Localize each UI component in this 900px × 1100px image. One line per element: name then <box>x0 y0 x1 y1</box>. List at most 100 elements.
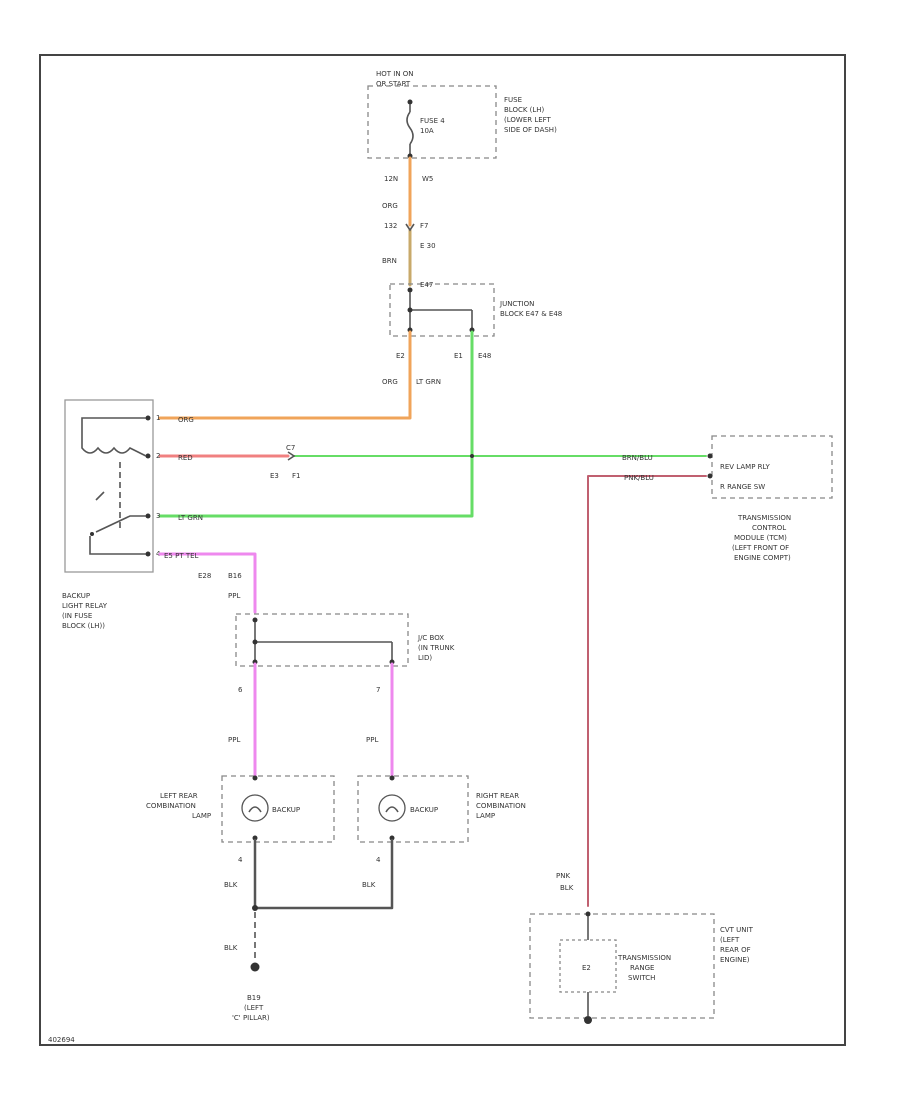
trans-switch-name-line3: SWITCH <box>628 974 655 982</box>
wire-black-right-lamp <box>253 838 394 910</box>
relay-pin-1: 1 <box>156 414 160 422</box>
cvt-unit-box <box>529 913 715 1019</box>
label-pin-4-right: 4 <box>376 856 381 864</box>
label-e1: E1 <box>454 352 463 360</box>
fuse-block-line1: FUSE <box>504 96 522 104</box>
relay-switch-contact <box>89 515 146 555</box>
tcm-label-line3: MODULE (TCM) <box>734 534 787 542</box>
label-w5: W5 <box>422 175 433 183</box>
label-e3: E3 <box>270 472 279 480</box>
relay-label-line3: (IN FUSE <box>62 612 92 620</box>
label-lt-grn-1: LT GRN <box>416 378 441 386</box>
fuse-name-line2: 10A <box>420 127 434 135</box>
label-pin-6: 6 <box>238 686 243 694</box>
jc-box-trunk <box>235 613 409 667</box>
label-f7: F7 <box>420 222 428 230</box>
right-backup-bulb <box>378 794 406 822</box>
label-pnk: PNK <box>556 872 570 880</box>
left-backup-bulb <box>241 794 269 822</box>
fuse-name-line1: FUSE 4 <box>420 117 445 125</box>
tcm-label-line5: ENGINE COMPT) <box>734 554 791 562</box>
label-lt-grn-2: LT GRN <box>178 514 203 522</box>
connector-c7 <box>287 451 296 461</box>
tcm-pin-rev-lamp: REV LAMP RLY <box>720 463 770 471</box>
relay-label-line1: BACKUP <box>62 592 90 600</box>
ground-splice <box>252 905 258 911</box>
ground-label-line1: B19 <box>247 994 261 1002</box>
label-blk-2: BLK <box>362 881 376 889</box>
diagram-code: 402694 <box>48 1036 75 1044</box>
label-pin-4-left: 4 <box>238 856 243 864</box>
diagram-frame <box>39 54 846 1046</box>
relay-coil <box>81 417 147 457</box>
relay-pin-2: 2 <box>156 452 160 460</box>
trans-switch-name-line1: TRANSMISSION <box>617 954 671 962</box>
label-12n: 12N <box>384 175 398 183</box>
right-lamp-box <box>357 775 469 843</box>
label-org-2: ORG <box>382 378 398 386</box>
tcm-label-line2: CONTROL <box>752 524 786 532</box>
right-lamp-label-line2: COMBINATION <box>476 802 526 810</box>
fuse-block-line3: (LOWER LEFT <box>504 116 552 124</box>
jc-box-label-line1: J/C BOX <box>417 634 444 642</box>
right-lamp-label-line3: LAMP <box>476 812 495 820</box>
jc-box-label-line2: (IN TRUNK <box>418 644 455 652</box>
tcm-label-line1: TRANSMISSION <box>737 514 791 522</box>
tcm-box <box>711 435 833 499</box>
right-lamp-label-line1: RIGHT REAR <box>476 792 519 800</box>
wire-orange-relay <box>158 330 412 420</box>
label-c7: C7 <box>286 444 295 452</box>
junction-block-box <box>389 283 495 337</box>
label-pur-tel: E5 PT TEL <box>164 552 199 560</box>
ground-b19 <box>250 962 260 972</box>
label-b16: B16 <box>228 572 242 580</box>
cvt-label-line4: ENGINE) <box>720 956 750 964</box>
label-blk-4: BLK <box>560 884 574 892</box>
ground-label-line2: (LEFT <box>244 1004 264 1012</box>
label-f1: F1 <box>292 472 300 480</box>
right-bulb-label: BACKUP <box>410 806 438 814</box>
junction-label-line1: JUNCTION <box>499 300 534 308</box>
label-e30: E 30 <box>420 242 436 250</box>
label-ppl-1: PPL <box>228 592 240 600</box>
left-lamp-label-line1: LEFT REAR <box>160 792 198 800</box>
label-ppl-3: PPL <box>366 736 378 744</box>
cvt-label-line3: REAR OF <box>720 946 751 954</box>
relay-label-line2: LIGHT RELAY <box>62 602 108 610</box>
hot-label-line1: HOT IN ON <box>376 70 414 78</box>
label-brn: BRN <box>382 257 397 265</box>
hot-label-line2: OR START <box>376 80 411 88</box>
left-bulb-label: BACKUP <box>272 806 300 814</box>
splice-green <box>470 454 474 458</box>
connector-f7 <box>405 223 415 232</box>
label-blk-3: BLK <box>224 944 238 952</box>
wire-pnk-blu-tcm <box>587 475 707 907</box>
label-e47: E47 <box>420 281 433 289</box>
jc-box-label-line3: LID) <box>418 654 432 662</box>
fuse-box <box>367 85 497 159</box>
junction-label-line2: BLOCK E47 & E48 <box>500 310 562 318</box>
fuse-block-line4: SIDE OF DASH) <box>504 126 557 134</box>
fuse-block-line2: BLOCK (LH) <box>504 106 545 114</box>
label-brn-blu: BRN/BLU <box>622 454 653 462</box>
backup-light-relay-box <box>64 399 154 573</box>
label-red: RED <box>178 454 193 462</box>
label-e48: E48 <box>478 352 491 360</box>
fuse-terminal-top <box>407 99 413 105</box>
label-e2: E2 <box>396 352 405 360</box>
left-lamp-box <box>221 775 335 843</box>
tcm-label-line4: (LEFT FRONT OF <box>732 544 789 552</box>
ground-trans-switch <box>584 1016 592 1024</box>
wire-lt-green-relay <box>158 330 474 518</box>
ground-label-line3: 'C' PILLAR) <box>232 1014 270 1022</box>
label-132: 132 <box>384 222 397 230</box>
left-lamp-label-line2: COMBINATION <box>146 802 196 810</box>
label-blk-1: BLK <box>224 881 238 889</box>
label-org-3: ORG <box>178 416 194 424</box>
label-pnk-blu: PNK/BLU <box>624 474 654 482</box>
wire-purple-relay <box>158 552 257 614</box>
relay-pin-3: 3 <box>156 512 160 520</box>
relay-label-line4: BLOCK (LH)) <box>62 622 105 630</box>
label-e28: E28 <box>198 572 211 580</box>
